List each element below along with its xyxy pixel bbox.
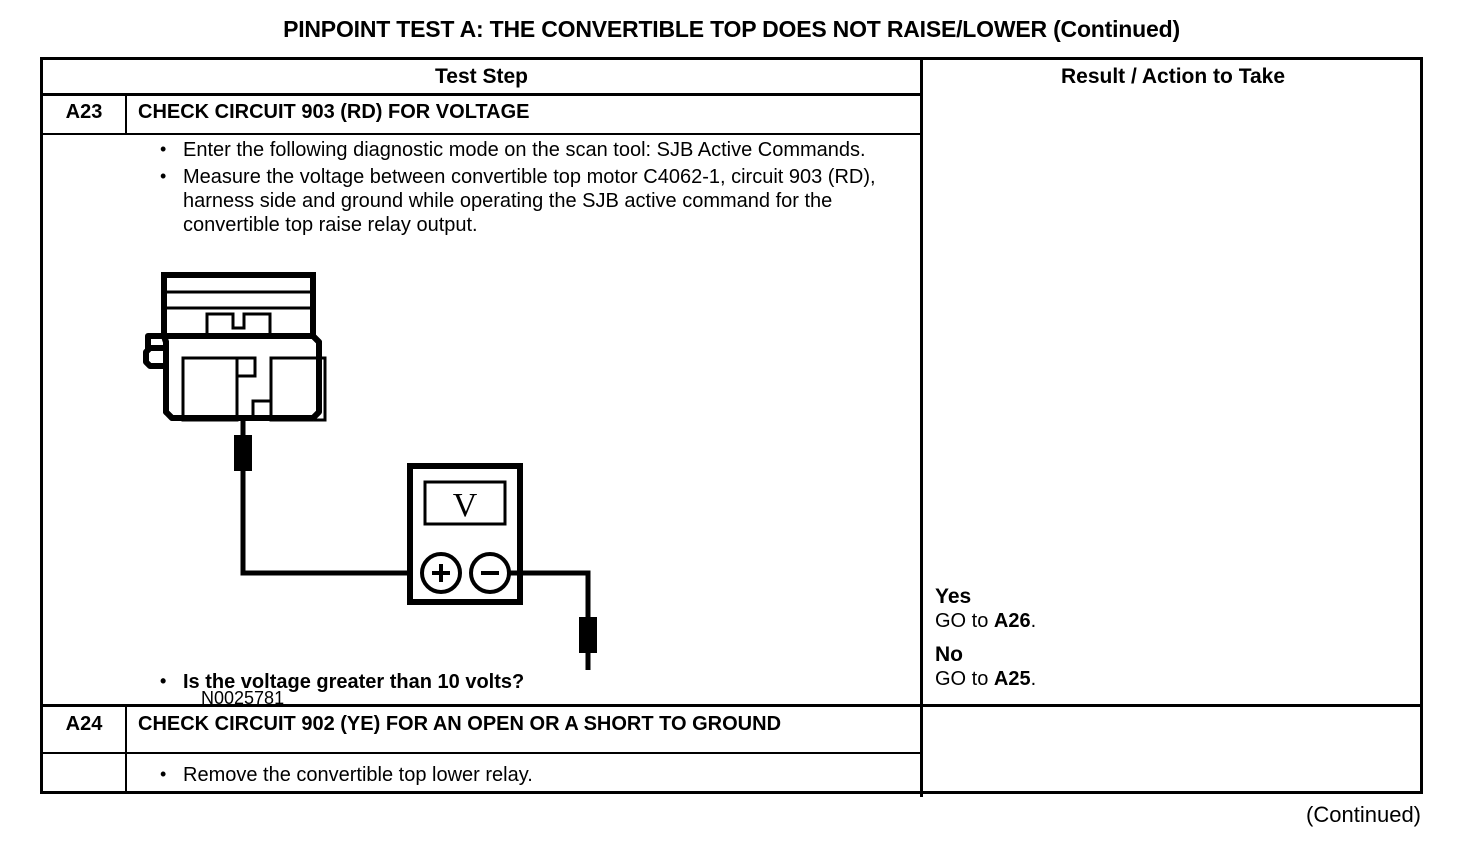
- rule-under-a24-title: [43, 752, 920, 754]
- test-circuit-diagram: V: [138, 270, 838, 698]
- result-answer-no: No: [935, 643, 963, 666]
- page-title: PINPOINT TEST A: THE CONVERTIBLE TOP DOE…: [283, 16, 1180, 42]
- meter-display-value: V: [453, 487, 478, 524]
- column-header-result-action: Result / Action to Take: [1060, 65, 1286, 88]
- goto-prefix-yes: GO to: [935, 610, 994, 632]
- instruction-list-a24: Remove the convertible top lower relay.: [138, 762, 928, 790]
- step-title-a23: CHECK CIRCUIT 903 (RD) FOR VOLTAGE: [138, 101, 530, 123]
- wire-negative-lead: [509, 570, 591, 625]
- goto-target-no: A25: [993, 668, 1031, 690]
- step-id-divider-a23: [125, 93, 127, 133]
- result-action-yes: GO to A26.: [935, 609, 1036, 633]
- instruction-list-a23: Enter the following diagnostic mode on t…: [138, 137, 928, 240]
- column-header-test-step: Test Step: [435, 65, 528, 88]
- goto-suffix-yes: .: [1030, 610, 1037, 632]
- step-id-a23: A23: [65, 101, 103, 123]
- goto-suffix-no: .: [1030, 668, 1037, 690]
- result-answer-yes: Yes: [935, 585, 972, 608]
- result-no: No GO to A25.: [935, 643, 1036, 691]
- result-yes: Yes GO to A26.: [935, 585, 1036, 633]
- rule-under-a23-title: [43, 133, 920, 135]
- list-item: Remove the convertible top lower relay.: [138, 762, 928, 787]
- continued-footer: (Continued): [1306, 802, 1421, 827]
- goto-target-yes: A26: [993, 610, 1031, 632]
- electrical-connector-icon: [143, 272, 327, 422]
- list-item: Enter the following diagnostic mode on t…: [138, 137, 928, 162]
- list-item: Measure the voltage between convertible …: [138, 164, 928, 237]
- digital-multimeter-icon: V: [407, 463, 523, 605]
- result-action-no: GO to A25.: [935, 667, 1036, 691]
- list-item-question: Is the voltage greater than 10 volts?: [138, 669, 928, 694]
- step-id-a24: A24: [65, 713, 103, 735]
- question-list-a23: Is the voltage greater than 10 volts?: [138, 669, 928, 697]
- column-divider: [920, 60, 923, 797]
- step-id-divider-a24-cont: [125, 754, 127, 794]
- diagram-svg: V: [143, 272, 615, 698]
- step-title-a24: CHECK CIRCUIT 902 (YE) FOR AN OPEN OR A …: [138, 713, 782, 735]
- goto-prefix-no: GO to: [935, 668, 994, 690]
- rule-above-a24: [43, 704, 1420, 707]
- rule-under-header: [43, 93, 920, 96]
- pinpoint-test-table: Test Step Result / Action to Take A23 CH…: [40, 57, 1423, 797]
- step-id-divider-a24: [125, 707, 127, 752]
- ground-symbol-icon: [561, 617, 615, 698]
- result-action-a23: Yes GO to A26. No GO to A25.: [935, 585, 1036, 701]
